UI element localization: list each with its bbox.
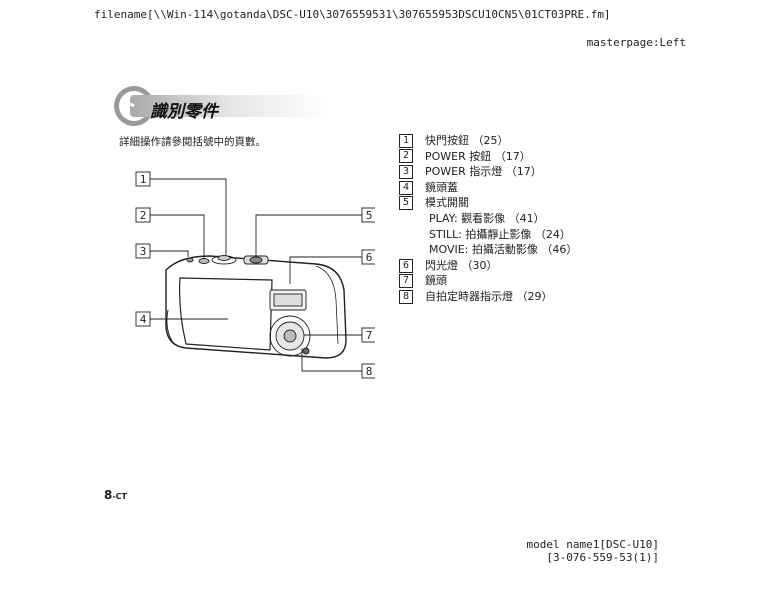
page-number-value: 8 [104,488,113,502]
part-label: 快門按鈕 （25） [425,134,509,147]
callout-label-5: 5 [366,209,373,222]
part-item-8: 8 自拍定時器指示燈 （29） [399,289,577,305]
part-number: 3 [399,164,413,179]
mode-still-label: STILL: 拍攝靜止影像 （24） [429,227,571,241]
filename-header: filename[\\Win-114\gotanda\DSC-U10\30765… [94,8,611,21]
mode-play-label: PLAY: 觀看影像 （41） [429,211,545,225]
parts-list: 1 快門按鈕 （25） 2 POWER 按鈕 （17） 3 POWER 指示燈 （17… [399,133,577,305]
part-subitem-still: STILL: 拍攝靜止影像 （24） [399,227,577,243]
part-label: 閃光燈 （30） [425,258,498,272]
mode-movie-label: MOVIE: 拍攝活動影像 （46） [429,243,578,257]
part-subitem-movie: MOVIE: 拍攝活動影像 （46） [399,242,577,258]
part-item-4: 4 鏡頭蓋 [399,180,577,196]
part-item-1: 1 快門按鈕 （25） [399,133,577,149]
camera-diagram: 1 2 3 4 5 6 7 8 [135,171,375,379]
callout-label-8: 8 [366,365,373,378]
page-number-suffix: -CT [112,492,128,501]
part-number: 5 [399,196,413,211]
callout-label-3: 3 [140,245,147,258]
callout-label-6: 6 [366,251,373,264]
section-title: 識別零件 [150,102,218,122]
part-item-5: 5 模式開關 [399,195,577,211]
part-number: 1 [399,133,413,148]
part-label: POWER 按鈕 （17） [425,149,531,163]
callout-label-4: 4 [140,313,147,326]
part-number: 7 [399,274,413,289]
part-item-2: 2 POWER 按鈕 （17） [399,149,577,165]
heading-swoosh-graphic [114,86,330,126]
model-code-line: [3-076-559-53(1)] [546,551,659,564]
intro-text: 詳細操作請參閱括號中的頁數。 [119,136,266,148]
part-label: 模式開關 [425,196,469,210]
callout-label-2: 2 [140,209,147,222]
part-label: POWER 指示燈 （17） [425,165,542,179]
part-number: 4 [399,180,413,195]
callout-label-7: 7 [366,329,373,342]
part-label: 鏡頭 [425,274,447,288]
callout-label-1: 1 [140,173,147,186]
part-item-7: 7 鏡頭 [399,273,577,289]
part-subitem-play: PLAY: 觀看影像 （41） [399,211,577,227]
masterpage-label: masterpage:Left [586,36,686,49]
part-item-3: 3 POWER 指示燈 （17） [399,164,577,180]
part-label: 鏡頭蓋 [425,180,458,194]
section-heading: 識別零件 [112,84,332,128]
model-name-line: model name1[DSC-U10] [526,538,659,551]
part-number: 8 [399,289,413,304]
part-number: 2 [399,149,413,164]
part-label: 自拍定時器指示燈 （29） [425,289,553,303]
part-item-6: 6 閃光燈 （30） [399,258,577,274]
part-number: 6 [399,258,413,273]
model-info: model name1[DSC-U10] [3-076-559-53(1)] [527,538,659,564]
page-number: 8-CT [104,488,127,502]
